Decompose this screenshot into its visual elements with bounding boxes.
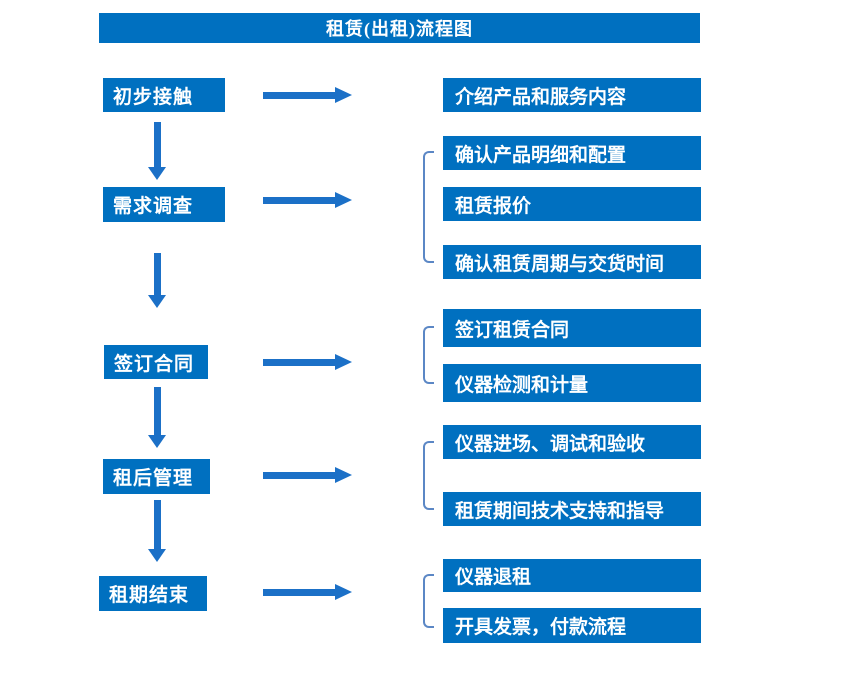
detail-box: 介绍产品和服务内容 [443, 78, 701, 112]
arrow-head [148, 295, 166, 308]
detail-box: 确认租赁周期与交货时间 [443, 245, 701, 279]
down-arrow-icon [148, 122, 166, 180]
arrow-shaft [263, 471, 335, 479]
detail-box: 租赁期间技术支持和指导 [443, 492, 701, 526]
arrow-shaft [263, 91, 335, 99]
group-bracket-icon [423, 441, 434, 510]
group-bracket-icon [423, 151, 434, 263]
step-box-post-rental-management: 租后管理 [103, 459, 210, 494]
detail-box: 开具发票，付款流程 [443, 608, 701, 643]
detail-box: 仪器检测和计量 [443, 364, 701, 402]
detail-box: 签订租赁合同 [443, 309, 701, 347]
arrow-shaft [263, 358, 335, 366]
detail-box: 仪器退租 [443, 559, 701, 592]
right-arrow-icon [263, 192, 352, 208]
step-box-lease-end: 租期结束 [99, 576, 207, 611]
arrow-head [148, 549, 166, 562]
step-box-demand-survey: 需求调查 [103, 187, 225, 222]
right-arrow-icon [263, 354, 352, 370]
detail-box: 仪器进场、调试和验收 [443, 425, 701, 459]
step-box-initial-contact: 初步接触 [103, 78, 225, 112]
group-bracket-icon [423, 574, 434, 628]
arrow-shaft [263, 196, 335, 204]
arrow-head [335, 87, 352, 103]
arrow-head [148, 435, 166, 448]
arrow-head [335, 192, 352, 208]
detail-box: 确认产品明细和配置 [443, 136, 701, 170]
arrow-head [335, 354, 352, 370]
arrow-shaft [153, 500, 161, 549]
right-arrow-icon [263, 584, 352, 600]
arrow-shaft [153, 387, 161, 435]
arrow-head [148, 167, 166, 180]
arrow-shaft [153, 122, 161, 167]
right-arrow-icon [263, 87, 352, 103]
flowchart-title: 租赁(出租)流程图 [99, 13, 700, 43]
down-arrow-icon [148, 500, 166, 562]
right-arrow-icon [263, 467, 352, 483]
arrow-shaft [263, 588, 335, 596]
down-arrow-icon [148, 253, 166, 308]
arrow-head [335, 584, 352, 600]
down-arrow-icon [148, 387, 166, 448]
arrow-shaft [153, 253, 161, 295]
arrow-head [335, 467, 352, 483]
step-box-sign-contract: 签订合同 [104, 345, 208, 379]
group-bracket-icon [423, 326, 434, 384]
detail-box: 租赁报价 [443, 187, 701, 221]
